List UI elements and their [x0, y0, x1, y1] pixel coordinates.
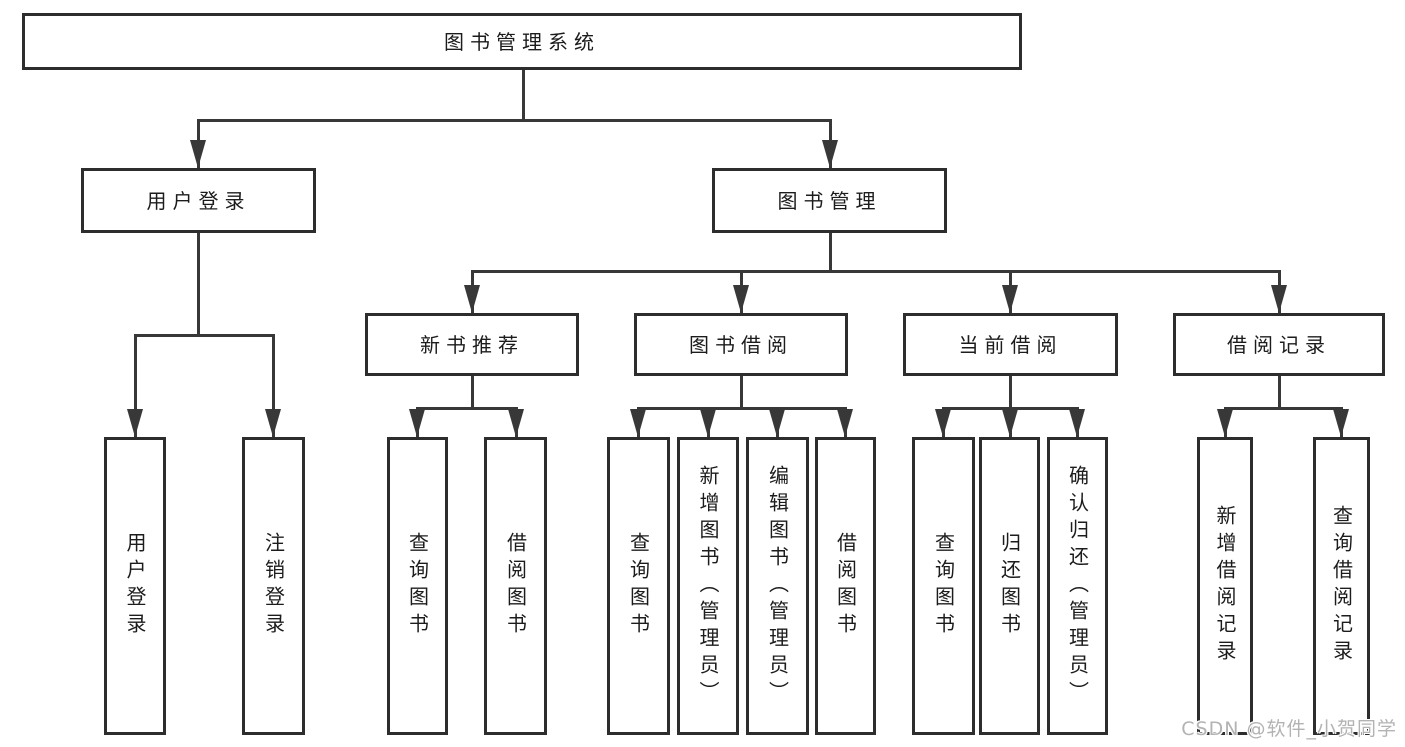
- node-label-bb-edit: 编辑图书（管理员）: [765, 464, 790, 708]
- node-label-root: 图书管理系统: [444, 29, 600, 54]
- connector-line: [1277, 374, 1281, 410]
- node-label-bb-query: 查询图书: [626, 532, 651, 640]
- node-bb-edit: 编辑图书（管理员）: [746, 437, 809, 735]
- arrowhead-down-icon: [265, 409, 281, 437]
- arrowhead-down-icon: [464, 285, 480, 313]
- connector-line: [521, 68, 525, 122]
- node-label-cb-confirm: 确认归还（管理员）: [1065, 464, 1090, 708]
- arrowhead-down-icon: [630, 409, 646, 437]
- connector-line: [271, 333, 275, 439]
- node-label-br-add: 新增借阅记录: [1213, 505, 1237, 667]
- node-new-book-rec: 新书推荐: [365, 313, 579, 376]
- connector-line: [196, 118, 832, 122]
- node-user-login: 用户登录: [81, 168, 316, 233]
- connector-line: [1008, 374, 1012, 410]
- node-label-book-borrow: 图书借阅: [689, 332, 793, 357]
- arrowhead-down-icon: [733, 285, 749, 313]
- arrowhead-down-icon: [700, 409, 716, 437]
- arrowhead-down-icon: [837, 409, 853, 437]
- arrowhead-down-icon: [1069, 409, 1085, 437]
- watermark: CSDN @软件_小贺同学: [1181, 718, 1397, 740]
- arrowhead-down-icon: [409, 409, 425, 437]
- node-label-current-borrow: 当前借阅: [958, 332, 1063, 357]
- node-nb-query: 查询图书: [387, 437, 448, 735]
- arrowhead-down-icon: [1217, 409, 1233, 437]
- arrowhead-down-icon: [508, 409, 524, 437]
- connector-line: [133, 333, 275, 337]
- node-label-bb-borrow: 借阅图书: [833, 532, 858, 640]
- arrowhead-down-icon: [190, 140, 206, 168]
- node-cb-query: 查询图书: [912, 437, 975, 735]
- node-label-borrow-records: 借阅记录: [1227, 332, 1331, 357]
- node-label-login: 用户登录: [123, 532, 147, 640]
- node-label-nb-borrow: 借阅图书: [503, 532, 528, 640]
- node-label-logout: 注销登录: [261, 532, 286, 640]
- node-br-query: 查询借阅记录: [1313, 437, 1370, 735]
- node-label-user-login: 用户登录: [146, 188, 251, 213]
- node-bb-add: 新增图书（管理员）: [677, 437, 739, 735]
- node-book-mgmt: 图书管理: [712, 168, 947, 233]
- connector-line: [196, 231, 200, 337]
- node-label-nb-query: 查询图书: [405, 532, 430, 640]
- connector-line: [739, 374, 743, 410]
- node-borrow-records: 借阅记录: [1173, 313, 1385, 376]
- connector-line: [415, 406, 518, 410]
- node-br-add: 新增借阅记录: [1197, 437, 1253, 735]
- arrowhead-down-icon: [1271, 285, 1287, 313]
- node-label-new-book-rec: 新书推荐: [420, 332, 524, 357]
- arrowhead-down-icon: [1333, 409, 1349, 437]
- connector-line: [828, 231, 832, 273]
- arrowhead-down-icon: [769, 409, 785, 437]
- node-bb-query: 查询图书: [607, 437, 670, 735]
- arrowhead-down-icon: [822, 140, 838, 168]
- connector-line: [470, 374, 474, 410]
- node-root: 图书管理系统: [22, 13, 1022, 70]
- node-label-cb-return: 归还图书: [997, 532, 1022, 640]
- node-nb-borrow: 借阅图书: [484, 437, 547, 735]
- node-label-book-mgmt: 图书管理: [777, 188, 882, 213]
- arrowhead-down-icon: [1002, 409, 1018, 437]
- connector-line: [133, 333, 137, 439]
- connector-line: [470, 269, 1281, 273]
- connector-line: [1223, 406, 1343, 410]
- arrowhead-down-icon: [1002, 285, 1018, 313]
- node-cb-confirm: 确认归还（管理员）: [1047, 437, 1108, 735]
- node-cb-return: 归还图书: [979, 437, 1040, 735]
- node-label-cb-query: 查询图书: [931, 532, 956, 640]
- node-book-borrow: 图书借阅: [634, 313, 848, 376]
- node-logout: 注销登录: [242, 437, 305, 735]
- node-bb-borrow: 借阅图书: [815, 437, 876, 735]
- node-login: 用户登录: [104, 437, 166, 735]
- arrowhead-down-icon: [127, 409, 143, 437]
- connector-line: [636, 406, 847, 410]
- arrowhead-down-icon: [935, 409, 951, 437]
- node-label-bb-add: 新增图书（管理员）: [696, 464, 720, 708]
- node-current-borrow: 当前借阅: [903, 313, 1118, 376]
- node-label-br-query: 查询借阅记录: [1329, 505, 1354, 667]
